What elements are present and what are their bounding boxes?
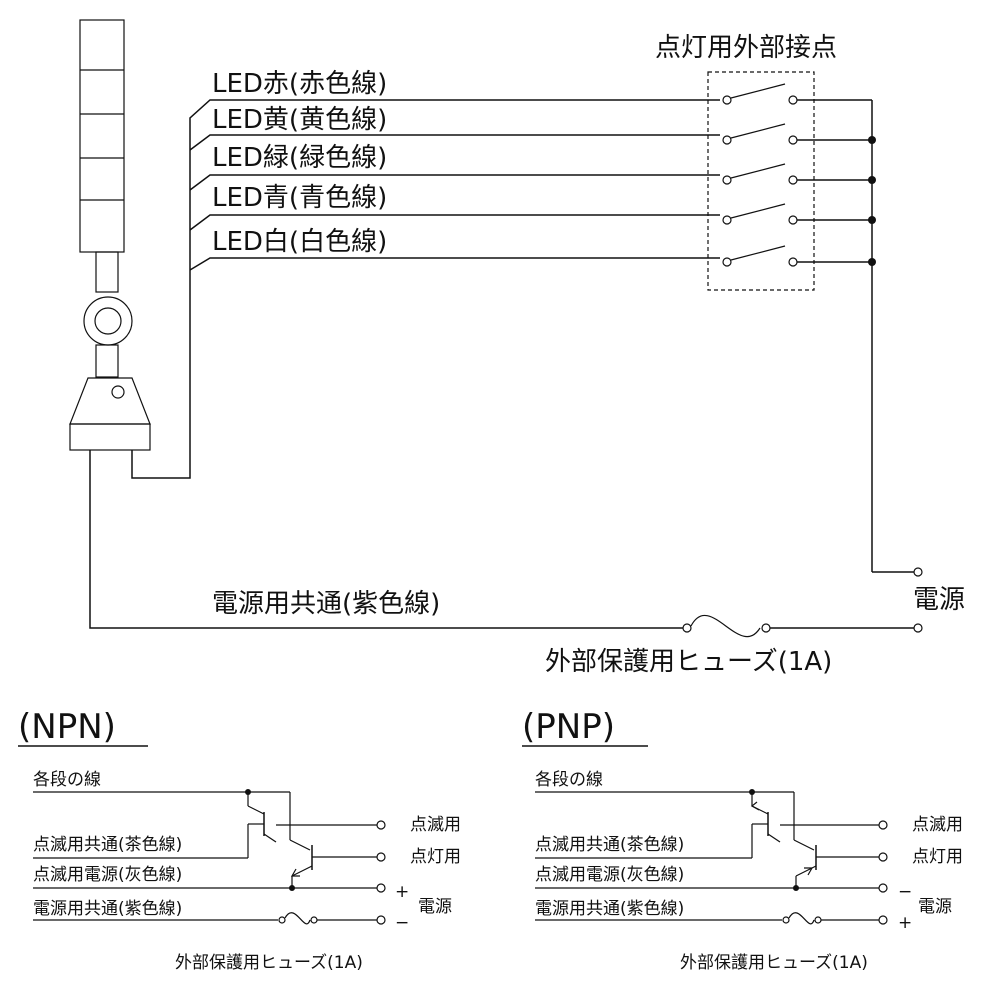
npn-line4-label: 電源用共通(紫色線) — [33, 899, 182, 919]
npn-line1-label: 各段の線 — [33, 770, 101, 790]
npn-out1-label: 点滅用 — [410, 815, 461, 835]
npn-line3-label: 点滅用電源(灰色線) — [33, 865, 182, 885]
switch-green — [722, 163, 872, 185]
base-cable — [131, 99, 720, 479]
wire-label-white: LED白(白色線) — [212, 227, 387, 257]
fuse-symbol — [690, 614, 761, 638]
npn-fuse-label: 外部保護用ヒューズ(1A) — [175, 953, 363, 973]
switch-red — [722, 83, 872, 105]
switch-blue — [722, 203, 872, 225]
pnp-out1-label: 点滅用 — [912, 815, 963, 835]
signal-tower-illustration — [69, 19, 151, 451]
npn-title: (NPN) — [18, 707, 116, 747]
pnp-section: (PNP) 各段の線 点滅用共通(茶色線) 点滅用電源(灰色線) 電源用共通(紫… — [522, 707, 963, 973]
pnp-title: (PNP) — [522, 707, 615, 747]
fuse-label: 外部保護用ヒューズ(1A) — [545, 647, 832, 677]
pnp-out2-label: 点灯用 — [912, 847, 963, 867]
pnp-power-label: 電源 — [918, 897, 952, 917]
pnp-plus: + — [898, 913, 912, 933]
pnp-fuse-label: 外部保護用ヒューズ(1A) — [680, 953, 868, 973]
npn-power-label: 電源 — [418, 897, 452, 917]
npn-minus: − — [395, 913, 409, 933]
wire-label-green: LED緑(緑色線) — [212, 143, 387, 173]
switch-yellow — [722, 123, 872, 145]
common-wire — [89, 450, 923, 638]
ext-contact-box — [707, 71, 815, 291]
npn-out2-label: 点灯用 — [410, 847, 461, 867]
pnp-line2-label: 点滅用共通(茶色線) — [535, 835, 684, 855]
wire-labels: LED赤(赤色線) LED黄(黄色線) LED緑(緑色線) LED青(青色線) … — [212, 69, 387, 257]
wire-label-blue: LED青(青色線) — [212, 183, 387, 213]
ext-contact-title: 点灯用外部接点 — [655, 33, 837, 63]
npn-plus: + — [395, 882, 409, 902]
contact-switches — [722, 83, 923, 577]
npn-line2-label: 点滅用共通(茶色線) — [33, 835, 182, 855]
wire-label-red: LED赤(赤色線) — [212, 69, 387, 99]
wire-label-yellow: LED黄(黄色線) — [212, 105, 387, 135]
pnp-line4-label: 電源用共通(紫色線) — [535, 899, 684, 919]
npn-section: (NPN) 各段の線 点滅用共通(茶色線) 点滅用電源(灰色線) 電源用共通(紫… — [18, 707, 461, 973]
pnp-minus: − — [898, 882, 912, 902]
pnp-line3-label: 点滅用電源(灰色線) — [535, 865, 684, 885]
pnp-line1-label: 各段の線 — [535, 770, 603, 790]
power-label: 電源 — [913, 585, 965, 615]
common-wire-label: 電源用共通(紫色線) — [212, 589, 440, 619]
switch-white — [722, 245, 872, 267]
